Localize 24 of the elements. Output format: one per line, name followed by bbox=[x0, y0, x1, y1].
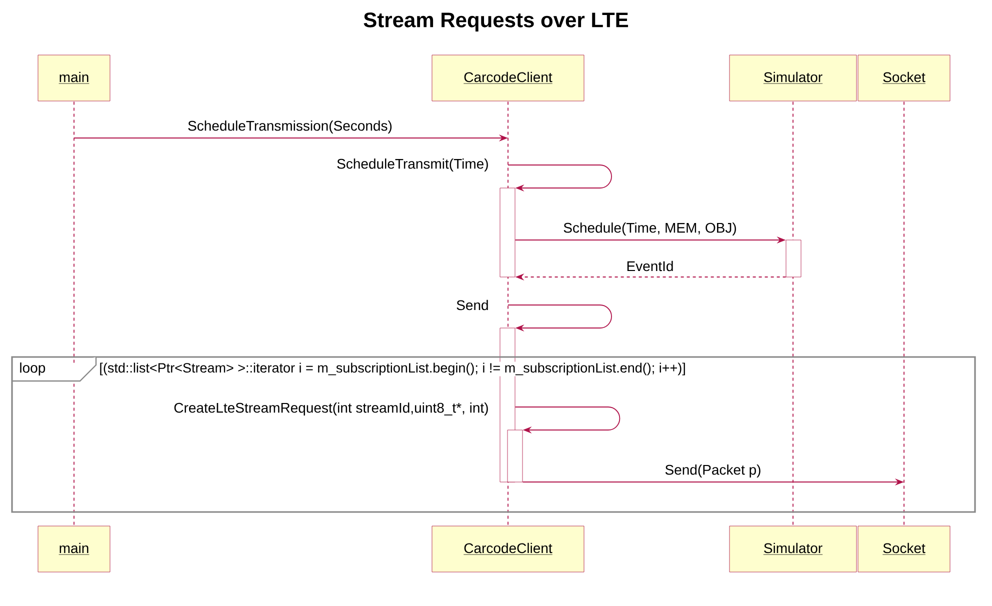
edge-label: CreateLteStreamRequest(int streamId,uint8_t*, int) bbox=[172, 401, 490, 417]
edge-label: ScheduleTransmit(Time) bbox=[336, 157, 490, 173]
lifeline bbox=[792, 101, 794, 527]
edge-label: Send(Packet p) bbox=[664, 463, 762, 479]
activation-bar bbox=[507, 430, 523, 482]
edge-label: ScheduleTransmission(Seconds) bbox=[186, 119, 394, 135]
participant-box: main bbox=[38, 526, 110, 572]
message-arrow bbox=[514, 406, 620, 434]
participant-box: CarcodeClient bbox=[432, 526, 584, 572]
edge-label: Send bbox=[455, 298, 490, 312]
activation-bar bbox=[500, 188, 516, 278]
participant-box: CarcodeClient bbox=[432, 54, 584, 102]
message-arrow bbox=[508, 304, 612, 332]
participant-box: Simulator bbox=[729, 526, 857, 572]
loop-tab: loop bbox=[11, 356, 97, 382]
participant-box: Simulator bbox=[729, 54, 857, 102]
participant-box: Socket bbox=[858, 526, 950, 572]
edge-label: EventId bbox=[625, 260, 675, 272]
message-arrow bbox=[508, 164, 612, 192]
participant-box: Socket bbox=[858, 54, 950, 102]
edge-label: Schedule(Time, MEM, OBJ) bbox=[562, 221, 738, 237]
activation-bar bbox=[786, 240, 802, 278]
title: Stream Requests over LTE bbox=[364, 12, 628, 32]
participant-box: main bbox=[38, 54, 110, 102]
